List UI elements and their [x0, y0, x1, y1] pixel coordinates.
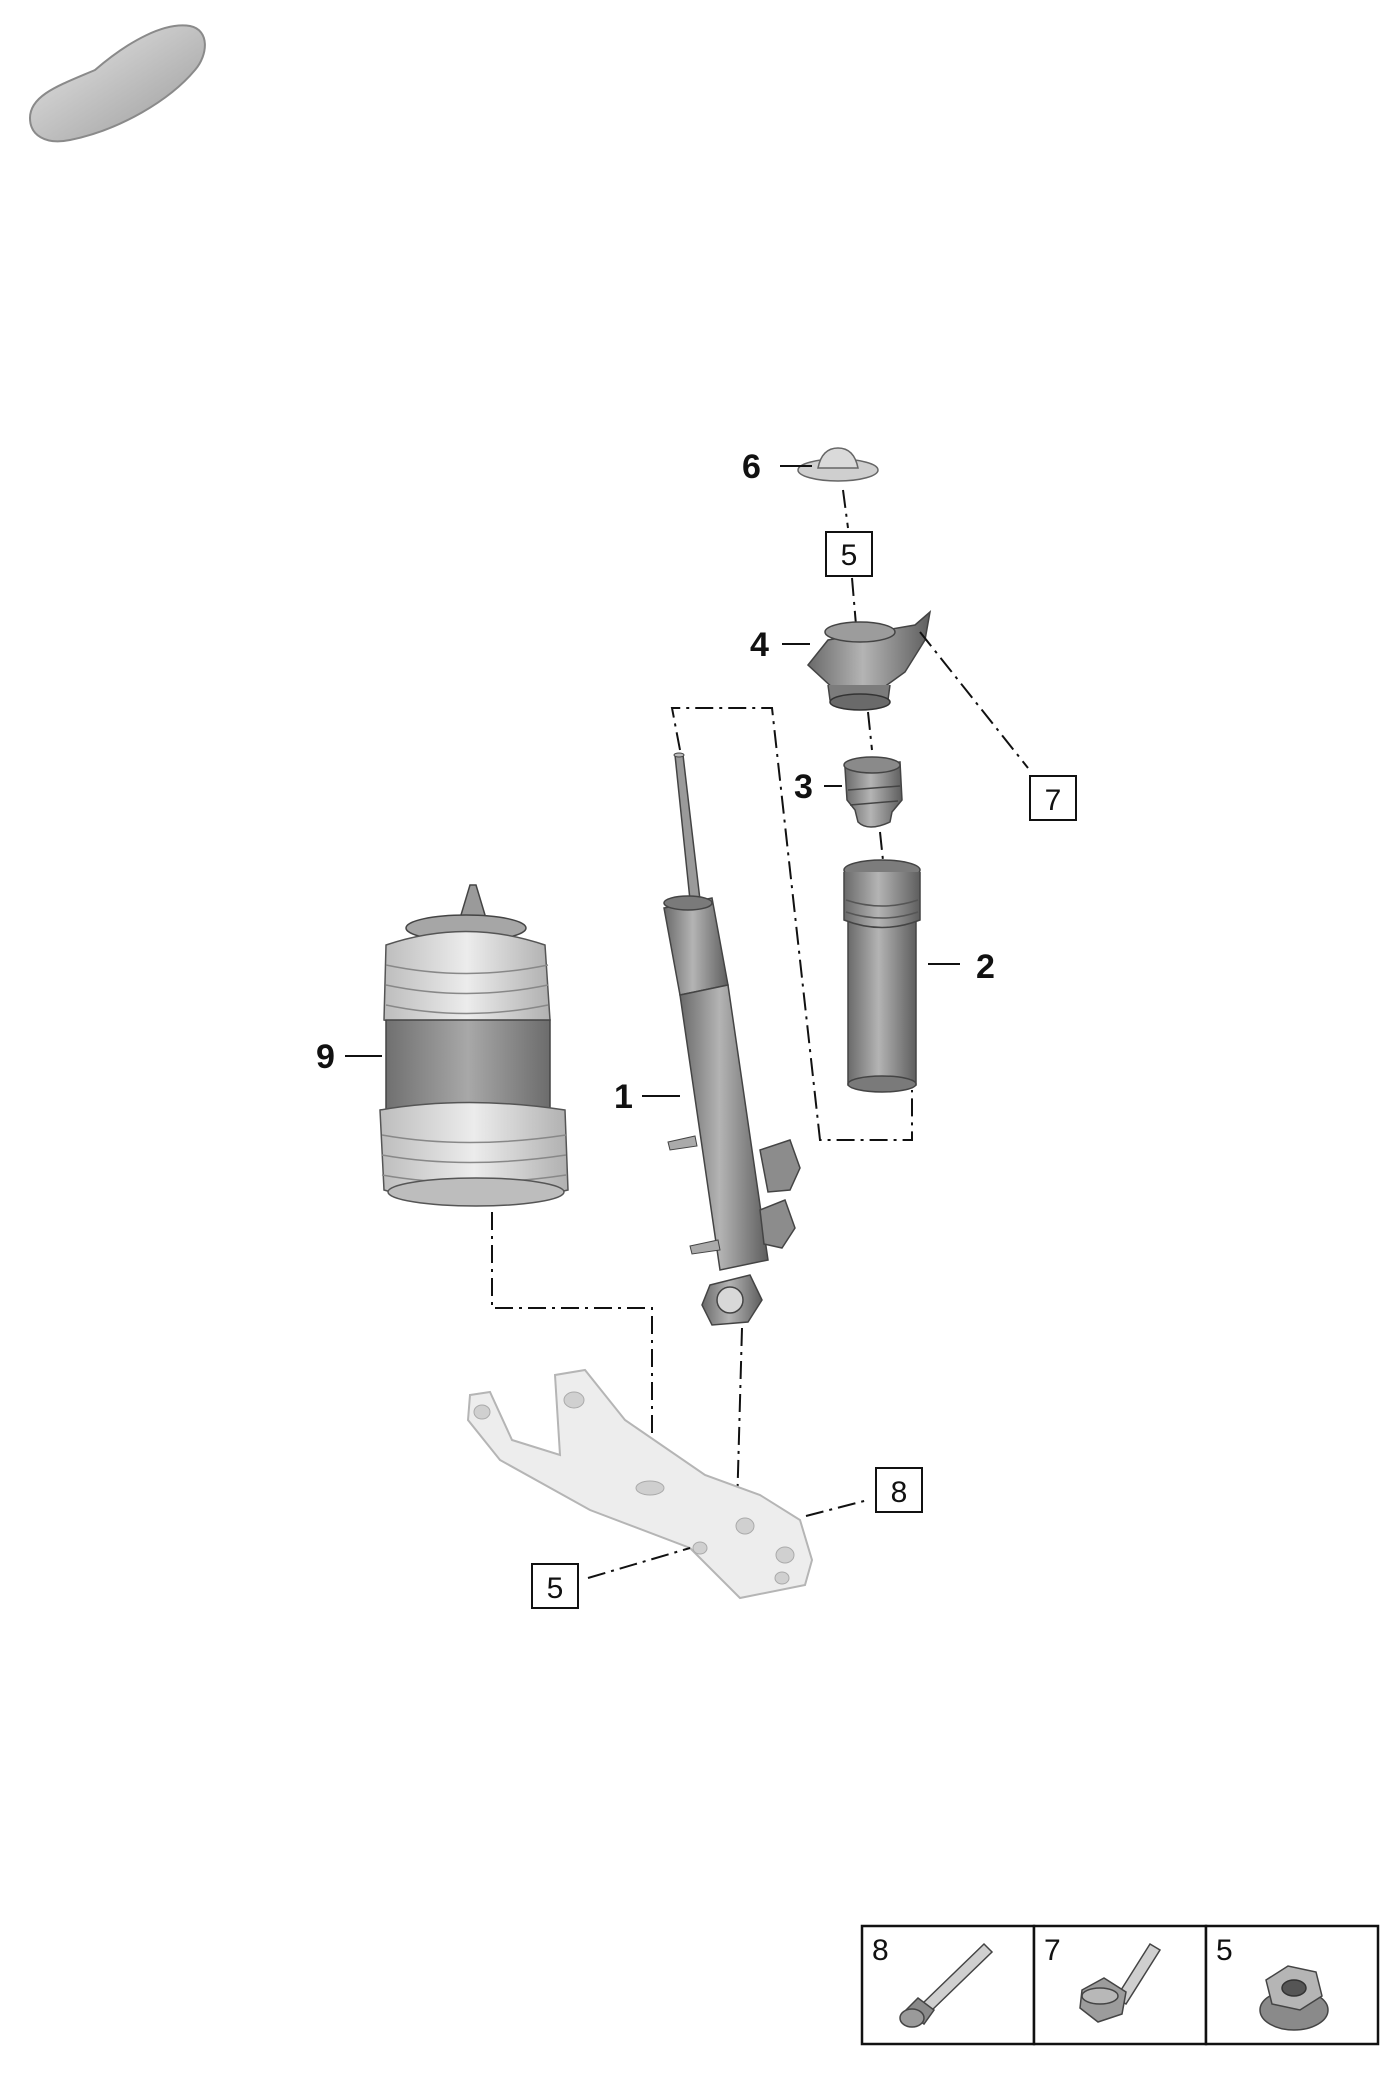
callout-3: 3 [794, 768, 813, 806]
ref-box-7: 7 [1029, 775, 1077, 821]
part-4-top-mount [806, 610, 932, 711]
part-9-air-spring [379, 884, 569, 1207]
ref-box-5-bottom: 5 [531, 1563, 579, 1609]
callout-9: 9 [316, 1038, 335, 1076]
car-silhouette-icon [28, 24, 206, 143]
ref-box-8: 8 [875, 1467, 923, 1513]
callout-1: 1 [614, 1078, 633, 1116]
part-1-shock-absorber [663, 752, 801, 1326]
svg-text:8: 8 [891, 1476, 908, 1509]
ref-box-5-top: 5 [825, 531, 873, 577]
lower-control-arm [466, 1368, 814, 1600]
callout-2: 2 [976, 948, 995, 986]
legend-num-8: 8 [872, 1934, 889, 1967]
flange-nut-icon [1259, 1965, 1329, 2031]
svg-text:5: 5 [547, 1572, 564, 1605]
part-3-bump-stop [843, 756, 903, 828]
svg-text:7: 7 [1045, 784, 1062, 817]
hardware-legend: 8 7 5 [860, 1924, 1380, 2046]
svg-text:5: 5 [841, 539, 858, 572]
legend-num-5: 5 [1216, 1934, 1233, 1967]
legend-num-7: 7 [1044, 1934, 1061, 1967]
callout-6: 6 [742, 448, 761, 486]
part-2-protective-tube [843, 859, 921, 1093]
callout-4: 4 [750, 626, 769, 664]
long-bolt-icon [899, 1942, 994, 2028]
part-6-protective-cap [797, 447, 879, 482]
flange-bolt-icon [1079, 1942, 1162, 2023]
